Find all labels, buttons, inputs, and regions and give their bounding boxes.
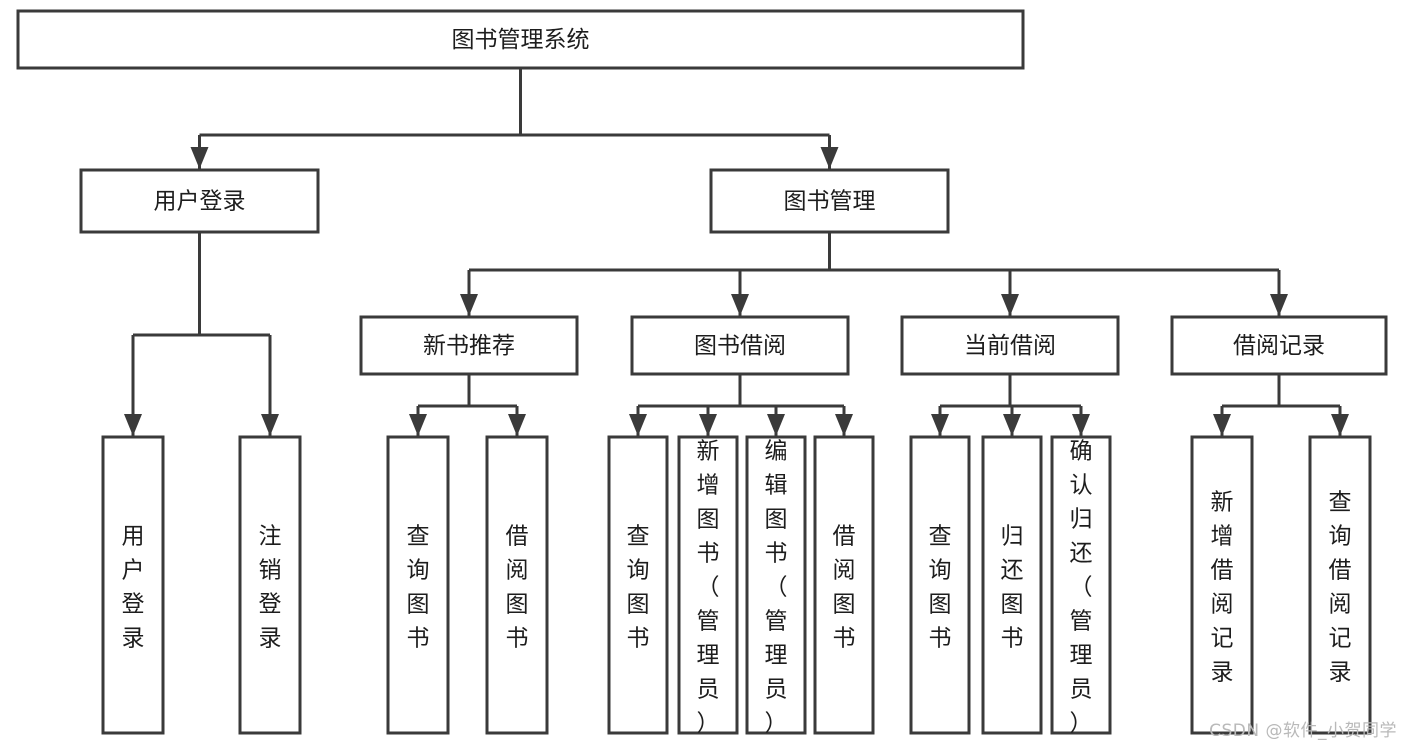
arrow-head-icon-leaf-borrow-book-2 bbox=[835, 414, 853, 436]
node-box-leaf-edit-book[interactable] bbox=[745, 435, 807, 735]
connector-layer bbox=[124, 68, 1349, 436]
node-label-book-manage: 图书管理 bbox=[784, 189, 876, 215]
arrow-head-icon-leaf-user-logout bbox=[261, 414, 279, 436]
arrow-head-icon-book-borrow bbox=[731, 294, 749, 316]
node-label-borrow-record: 借阅记录 bbox=[1233, 333, 1325, 359]
arrow-head-icon-borrow-record bbox=[1270, 294, 1288, 316]
node-label-leaf-edit-book: 编辑图书（管理员） bbox=[765, 439, 788, 737]
node-label-leaf-query-book-1: 查询图书 bbox=[407, 524, 430, 652]
node-box-current-borrow[interactable] bbox=[900, 315, 1120, 376]
arrow-head-icon-leaf-edit-book bbox=[767, 414, 785, 436]
node-box-leaf-add-book[interactable] bbox=[677, 435, 739, 735]
node-current-borrow[interactable]: 当前借阅 bbox=[900, 315, 1120, 376]
arrow-head-icon-leaf-query-record bbox=[1331, 414, 1349, 436]
arrow-head-icon-leaf-query-book-3 bbox=[931, 414, 949, 436]
node-leaf-query-book-3[interactable]: 查询图书 bbox=[909, 435, 971, 735]
node-user-login[interactable]: 用户登录 bbox=[79, 168, 320, 234]
node-label-root: 图书管理系统 bbox=[452, 27, 590, 53]
arrow-head-icon-user-login bbox=[190, 147, 209, 169]
node-box-new-book-recommend[interactable] bbox=[359, 315, 579, 376]
node-label-leaf-confirm-return: 确认归还（管理员） bbox=[1070, 439, 1093, 737]
node-box-leaf-add-record[interactable] bbox=[1190, 435, 1254, 735]
arrow-head-icon-current-borrow bbox=[1001, 294, 1019, 316]
node-box-book-manage[interactable] bbox=[709, 168, 950, 234]
node-leaf-borrow-book-1[interactable]: 借阅图书 bbox=[485, 435, 549, 735]
node-label-new-book-recommend: 新书推荐 bbox=[423, 333, 515, 359]
node-label-leaf-borrow-book-1: 借阅图书 bbox=[506, 524, 529, 652]
node-book-borrow[interactable]: 图书借阅 bbox=[630, 315, 850, 376]
node-box-root[interactable] bbox=[16, 9, 1025, 70]
node-box-leaf-confirm-return[interactable] bbox=[1050, 435, 1112, 735]
watermark-text: CSDN @软件_小贺同学 bbox=[1209, 721, 1397, 741]
node-leaf-query-book-1[interactable]: 查询图书 bbox=[386, 435, 450, 735]
node-box-user-login[interactable] bbox=[79, 168, 320, 234]
node-box-leaf-borrow-book-1[interactable] bbox=[485, 435, 549, 735]
node-label-leaf-borrow-book-2: 借阅图书 bbox=[833, 524, 856, 652]
arrow-head-icon-leaf-borrow-book-1 bbox=[508, 414, 526, 436]
arrow-head-icon-book-manage bbox=[820, 147, 839, 169]
node-new-book-recommend[interactable]: 新书推荐 bbox=[359, 315, 579, 376]
arrow-head-icon-leaf-query-book-1 bbox=[409, 414, 427, 436]
node-leaf-query-record[interactable]: 查询借阅记录 bbox=[1308, 435, 1372, 735]
node-leaf-borrow-book-2[interactable]: 借阅图书 bbox=[813, 435, 875, 735]
node-box-leaf-user-login[interactable] bbox=[101, 435, 165, 735]
node-leaf-add-book[interactable]: 新增图书（管理员） bbox=[677, 435, 739, 737]
node-leaf-user-logout[interactable]: 注销登录 bbox=[238, 435, 302, 735]
node-label-book-borrow: 图书借阅 bbox=[694, 333, 786, 359]
node-leaf-user-login[interactable]: 用户登录 bbox=[101, 435, 165, 735]
node-label-leaf-add-record: 新增借阅记录 bbox=[1211, 490, 1234, 686]
node-borrow-record[interactable]: 借阅记录 bbox=[1170, 315, 1388, 376]
arrow-head-icon-leaf-add-book bbox=[699, 414, 717, 436]
node-leaf-add-record[interactable]: 新增借阅记录 bbox=[1190, 435, 1254, 735]
node-box-leaf-return-book[interactable] bbox=[981, 435, 1043, 735]
node-book-manage[interactable]: 图书管理 bbox=[709, 168, 950, 234]
node-box-leaf-query-book-1[interactable] bbox=[386, 435, 450, 735]
node-label-leaf-query-record: 查询借阅记录 bbox=[1329, 490, 1352, 686]
node-box-leaf-borrow-book-2[interactable] bbox=[813, 435, 875, 735]
node-root[interactable]: 图书管理系统 bbox=[16, 9, 1025, 70]
node-leaf-query-book-2[interactable]: 查询图书 bbox=[607, 435, 669, 735]
node-label-leaf-user-logout: 注销登录 bbox=[259, 524, 282, 652]
node-leaf-return-book[interactable]: 归还图书 bbox=[981, 435, 1043, 735]
node-label-leaf-query-book-3: 查询图书 bbox=[929, 524, 952, 652]
node-box-borrow-record[interactable] bbox=[1170, 315, 1388, 376]
arrow-head-icon-leaf-confirm-return bbox=[1072, 414, 1090, 436]
node-box-leaf-query-record[interactable] bbox=[1308, 435, 1372, 735]
node-label-leaf-user-login: 用户登录 bbox=[122, 524, 145, 652]
node-box-leaf-query-book-3[interactable] bbox=[909, 435, 971, 735]
node-label-leaf-return-book: 归还图书 bbox=[1001, 524, 1024, 652]
arrow-head-icon-new-book-recommend bbox=[460, 294, 478, 316]
node-label-leaf-add-book: 新增图书（管理员） bbox=[697, 439, 720, 737]
node-label-user-login: 用户登录 bbox=[154, 189, 246, 215]
arrow-head-icon-leaf-return-book bbox=[1003, 414, 1021, 436]
arrow-head-icon-leaf-add-record bbox=[1213, 414, 1231, 436]
node-label-leaf-query-book-2: 查询图书 bbox=[627, 524, 650, 652]
node-box-book-borrow[interactable] bbox=[630, 315, 850, 376]
node-leaf-confirm-return[interactable]: 确认归还（管理员） bbox=[1050, 435, 1112, 737]
node-label-current-borrow: 当前借阅 bbox=[964, 333, 1056, 359]
node-box-leaf-query-book-2[interactable] bbox=[607, 435, 669, 735]
node-leaf-edit-book[interactable]: 编辑图书（管理员） bbox=[745, 435, 807, 737]
node-layer: 图书管理系统用户登录图书管理新书推荐图书借阅当前借阅借阅记录用户登录注销登录查询… bbox=[16, 9, 1388, 737]
arrow-head-icon-leaf-user-login bbox=[124, 414, 142, 436]
node-box-leaf-user-logout[interactable] bbox=[238, 435, 302, 735]
arrow-head-icon-leaf-query-book-2 bbox=[629, 414, 647, 436]
